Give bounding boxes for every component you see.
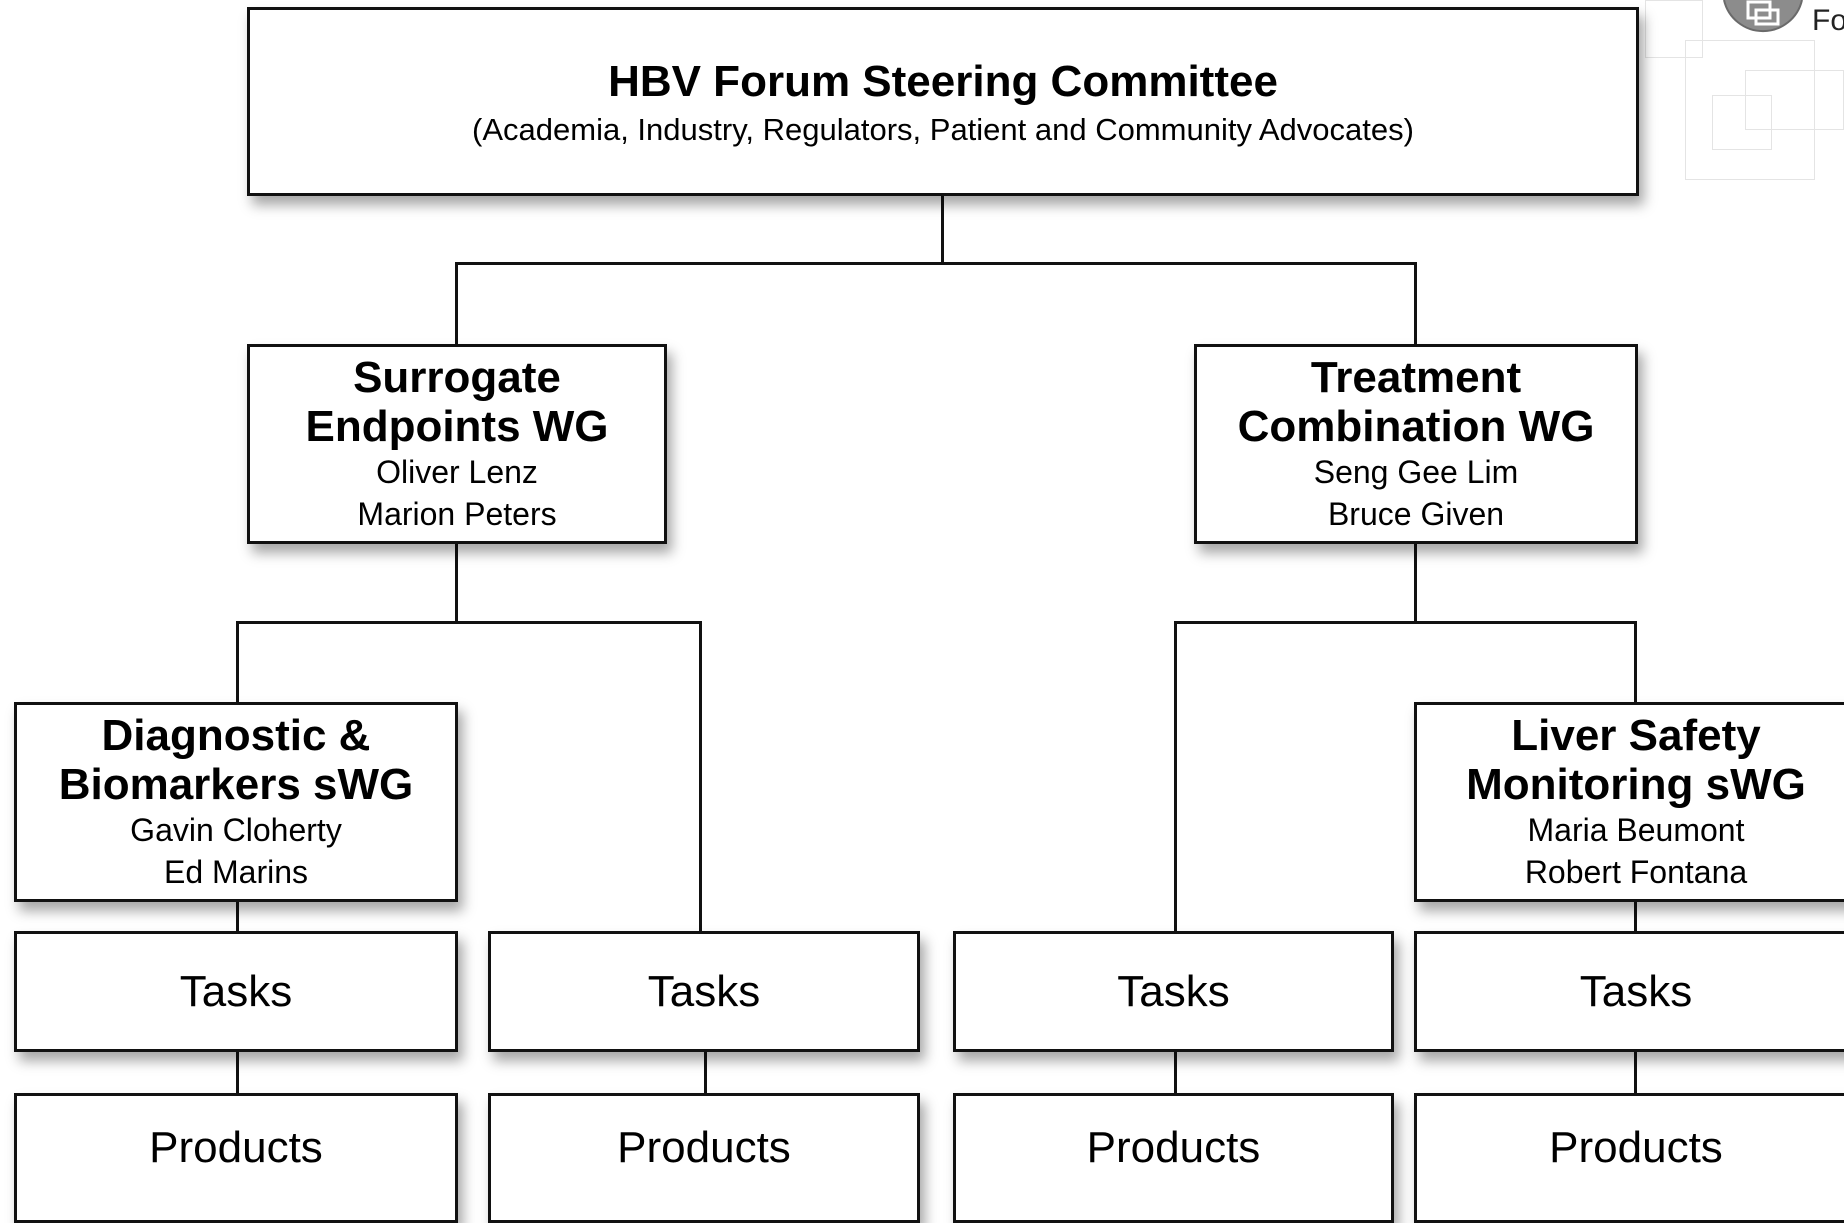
liver-safety-monitoring-swg-box: Liver Safety Monitoring sWG Maria Beumon… <box>1414 702 1844 902</box>
products-box: Products <box>488 1093 920 1223</box>
swg-member-name: Ed Marins <box>163 854 309 890</box>
wg-title-line: Endpoints WG <box>305 402 609 451</box>
tasks-box: Tasks <box>488 931 920 1052</box>
wg-member-name: Bruce Given <box>1327 496 1505 532</box>
connector <box>1634 899 1637 934</box>
tasks-label: Tasks <box>179 966 293 1016</box>
decorative-square <box>1712 95 1772 150</box>
steering-committee-subtitle: (Academia, Industry, Regulators, Patient… <box>472 111 1414 147</box>
swg-member-name: Robert Fontana <box>1524 854 1748 890</box>
swg-title-line: Liver Safety <box>1511 711 1761 760</box>
forum-logo-icon <box>1723 0 1803 33</box>
connector <box>236 899 239 934</box>
products-label: Products <box>617 1123 791 1172</box>
swg-member-name: Gavin Cloherty <box>130 812 342 848</box>
diagnostic-biomarkers-swg-box: Diagnostic & Biomarkers sWG Gavin Cloher… <box>14 702 458 902</box>
products-label: Products <box>1549 1123 1723 1172</box>
wg-member-name: Oliver Lenz <box>376 454 538 490</box>
decorative-square <box>1645 0 1703 58</box>
connector <box>455 542 458 624</box>
connector <box>1174 621 1177 934</box>
products-label: Products <box>149 1123 323 1172</box>
connector <box>236 1050 239 1095</box>
connector <box>941 194 944 264</box>
tasks-box: Tasks <box>14 931 458 1052</box>
connector <box>1414 542 1417 624</box>
tasks-box: Tasks <box>1414 931 1844 1052</box>
wg-title-line: Treatment <box>1310 353 1522 402</box>
tasks-label: Tasks <box>647 966 761 1016</box>
connector <box>1414 262 1417 346</box>
wg-title-line: Combination WG <box>1237 402 1595 451</box>
tasks-label: Tasks <box>1579 966 1693 1016</box>
logo-text: Fo <box>1812 4 1844 37</box>
connector <box>1174 621 1637 624</box>
tasks-label: Tasks <box>1117 966 1230 1016</box>
wg-member-name: Seng Gee Lim <box>1313 454 1519 490</box>
swg-title-line: Monitoring sWG <box>1466 760 1806 809</box>
connector <box>1634 1050 1637 1095</box>
tasks-box: Tasks <box>953 931 1394 1052</box>
decorative-square <box>1685 40 1815 180</box>
steering-committee-box: HBV Forum Steering Committee (Academia, … <box>247 7 1639 196</box>
swg-member-name: Maria Beumont <box>1527 812 1745 848</box>
swg-title-line: Biomarkers sWG <box>58 760 414 809</box>
wg-title-line: Surrogate <box>353 353 561 402</box>
connector <box>455 262 1417 265</box>
products-label: Products <box>1086 1123 1261 1172</box>
connector <box>236 621 700 624</box>
connector <box>704 1050 707 1095</box>
connector <box>455 262 458 346</box>
wg-member-name: Marion Peters <box>357 496 557 532</box>
connector <box>1634 621 1637 705</box>
surrogate-endpoints-wg-box: Surrogate Endpoints WG Oliver Lenz Mario… <box>247 344 667 544</box>
steering-committee-title: HBV Forum Steering Committee <box>608 56 1278 106</box>
treatment-combination-wg-box: Treatment Combination WG Seng Gee Lim Br… <box>1194 344 1638 544</box>
connector <box>236 621 239 705</box>
swg-title-line: Diagnostic & <box>101 711 371 760</box>
products-box: Products <box>953 1093 1394 1223</box>
products-box: Products <box>14 1093 458 1223</box>
products-box: Products <box>1414 1093 1844 1223</box>
connector <box>1174 1050 1177 1095</box>
connector <box>699 621 702 934</box>
